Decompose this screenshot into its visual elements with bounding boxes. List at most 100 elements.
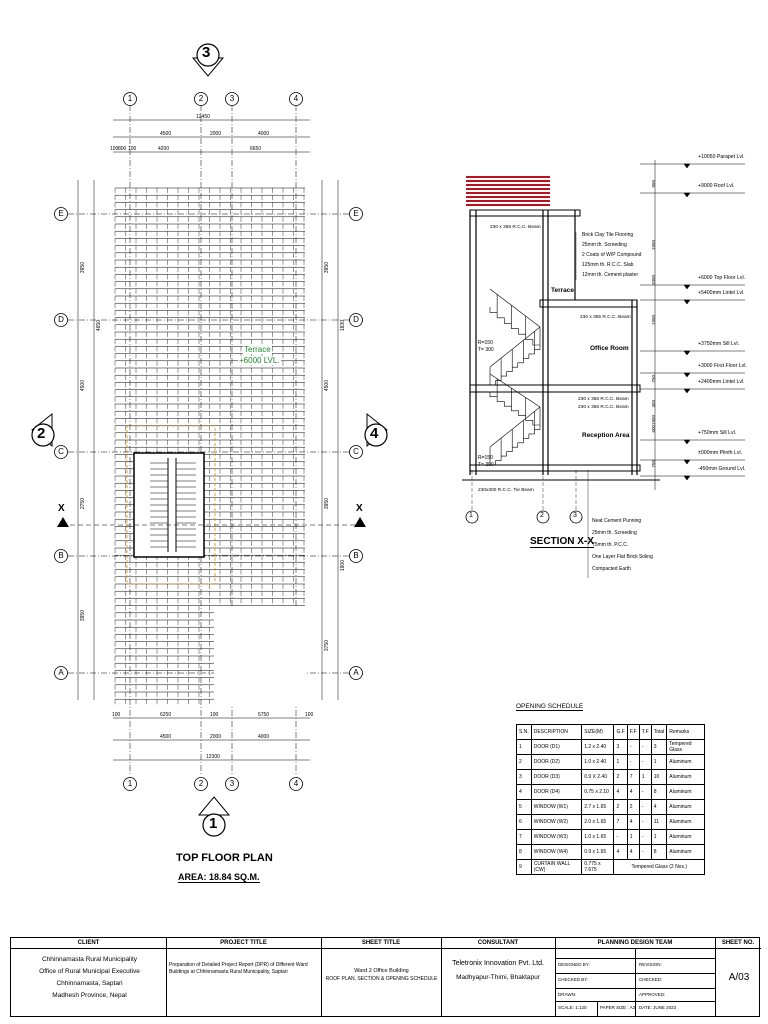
revision: REVISION: (639, 962, 662, 967)
dim-bottom-2: 6250 (160, 712, 172, 718)
table-cell: 1 (613, 754, 628, 770)
table-cell: 4 (626, 844, 640, 860)
table-cell: 1.2 x 2.40 (581, 739, 615, 755)
beam-label-1: 230 x 355 R.C.C. Beam (580, 315, 631, 320)
table-cell: 8 (650, 784, 668, 800)
grid-bubble-bottom-2-circle (194, 777, 208, 791)
grid-bubble-right-D: D (353, 315, 359, 324)
drawn-by: DRAWN: (558, 992, 577, 997)
elevation-label-right: 4 (370, 425, 379, 442)
table-cell: 2 (516, 754, 532, 770)
dim-bottom-4: 5750 (258, 712, 270, 718)
terrace-label: Terrace (243, 345, 272, 354)
table-cell: - (638, 754, 652, 770)
grid-bubble-left-D: D (58, 315, 64, 324)
section-vdim-0: 950 (651, 180, 656, 188)
consultant-address: Madhyapur-Thimi, Bhaktapur (456, 974, 540, 981)
dim-bottom-7: 2000 (210, 734, 222, 740)
dim-bottom-3: 100 (210, 712, 219, 718)
stair-note-3: T= 300 (478, 462, 494, 468)
stair-note-2: R=150 (478, 455, 493, 461)
table-cell: WINDOW (W4) (530, 844, 583, 860)
section-vdim-2: 1950 (651, 315, 656, 326)
table-cell: Tempered Glass (666, 739, 705, 755)
section-vdim-7: 1950 (651, 415, 656, 426)
grid-bubble-left-E: E (58, 209, 64, 218)
table-cell: Aluminum (666, 844, 705, 860)
table-cell: 4 (626, 814, 640, 830)
level-label-9: -450mm Ground Lvl. (698, 466, 746, 472)
title-block: CLIENT PROJECT TITLE SHEET TITLE CONSULT… (10, 937, 761, 1017)
dim-top-5: 6650 (250, 146, 262, 152)
table-cell: 6 (516, 814, 532, 830)
grid-bubble-right-A-circle (349, 666, 363, 680)
table-cell: 0.75 x 2.10 (581, 784, 615, 800)
table-cell: 4 (516, 784, 532, 800)
roof-note-0: Brick Clay Tile Flooring (582, 232, 634, 238)
section-vdim-8: 750 (651, 460, 656, 468)
table-cell: 7 (626, 769, 640, 785)
room-label-2: Reception Area (582, 432, 630, 439)
level-label-6: +2400mm Lintel Lvl. (698, 379, 745, 385)
approved: APPROVED: (639, 992, 666, 997)
table-cell: Aluminum (666, 754, 705, 770)
roof-note-1: 25mm th. Screeding (582, 242, 627, 248)
section-grid-bubble-1 (465, 510, 479, 524)
elevation-marker-top (191, 43, 225, 77)
sheet-title-header: SHEET TITLE (321, 938, 441, 949)
floor-note-1: 25mm th. Screeding (592, 530, 637, 536)
level-label-0: +10050 Parapet Lvl. (698, 154, 745, 160)
section-vdim-6: 600 (651, 425, 656, 433)
team-header: PLANNING DESIGN TEAM (555, 938, 715, 949)
table-cell: 2 (613, 799, 628, 815)
table-cell: - (638, 829, 652, 845)
table-cell: 8 (516, 844, 532, 860)
table-cell: 0.775 x 7.675 (581, 859, 615, 875)
table-cell: - (638, 739, 652, 755)
section-vdim-3: 1050 (651, 275, 656, 286)
sheet-number: A/03 (728, 972, 750, 983)
level-label-7: +750mm Sill Lvl. (698, 430, 737, 436)
grid-bubble-top-3: 3 (229, 94, 235, 103)
level-label-3: +5400mm Lintel Lvl. (698, 290, 745, 296)
table-cell: 4 (613, 844, 628, 860)
table-cell: CURTAIN WALL (CW) (530, 859, 583, 875)
level-label-5: +3000 First Floor Lvl. (698, 363, 747, 369)
grid-bubble-left-A: A (58, 668, 64, 677)
table-cell: 4 (626, 784, 640, 800)
client-line-3: Chhinnamasta, Saptari (56, 980, 123, 987)
table-cell: 10 (650, 769, 668, 785)
grid-bubble-bottom-3: 3 (229, 779, 235, 788)
grid-bubble-left-B: B (58, 551, 64, 560)
beam-label-4: 230x300 R.C.C. Tie Beam (478, 488, 534, 493)
table-cell: Aluminum (666, 814, 705, 830)
section-grid-label-1: 1 (469, 512, 473, 519)
grid-bubble-top-3-circle (225, 92, 239, 106)
section-grid-label-2: 2 (540, 512, 544, 519)
elevation-label-bottom: 1 (209, 815, 218, 832)
dim-top-6: 100 (110, 146, 119, 152)
checked: CHECKED: (639, 977, 663, 982)
paper-size: PAPER SIZE : A3 (600, 1005, 636, 1010)
section-title: SECTION X-X (530, 536, 594, 548)
dim-top-2: 2000 (210, 131, 222, 137)
table-cell: 7 (516, 829, 532, 845)
table-cell: - (626, 739, 640, 755)
grid-bubble-bottom-1-circle (123, 777, 137, 791)
table-cell: DOOR (D1) (530, 739, 583, 755)
table-cell: 3 (516, 769, 532, 785)
schedule-header-0: S.N. (516, 724, 532, 740)
roof-note-2: 2 Coats of W/P Compound (582, 252, 642, 258)
table-cell: Aluminum (666, 784, 705, 800)
dim-top-overall: 12450 (196, 114, 210, 120)
table-cell: 0.9 x 1.65 (581, 844, 615, 860)
grid-bubble-left-C: C (58, 447, 64, 456)
project-header: PROJECT TITLE (166, 938, 321, 949)
floor-note-3: One Layer Flat Brick Soling (592, 554, 653, 560)
grid-bubble-bottom-1: 1 (127, 779, 133, 788)
